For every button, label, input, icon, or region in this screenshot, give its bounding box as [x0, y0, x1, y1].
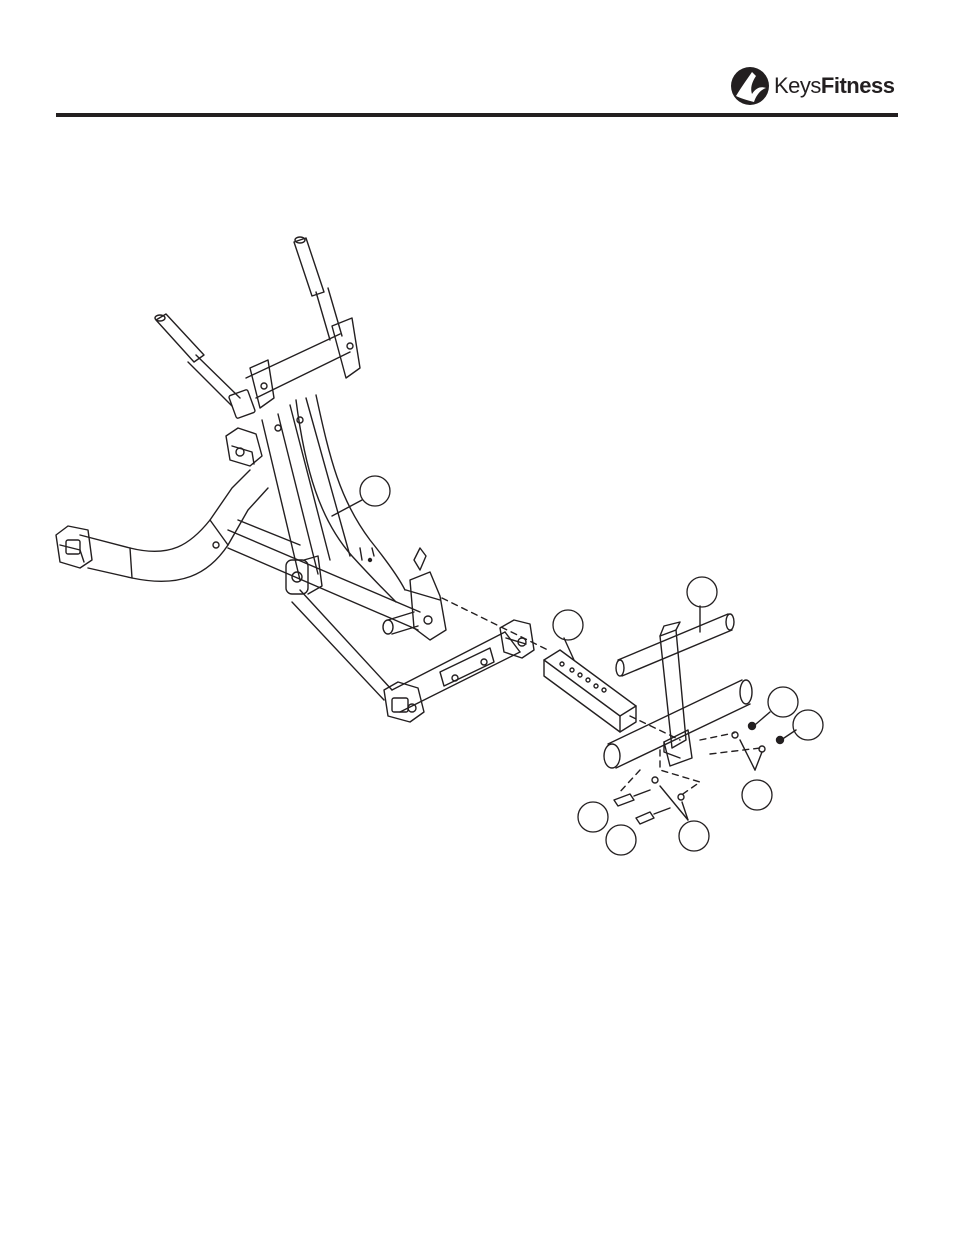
- callout-3: [687, 577, 717, 607]
- callout-2: [553, 610, 583, 640]
- callout-8: [606, 825, 636, 855]
- callout-9: [679, 821, 709, 851]
- callouts: [360, 476, 823, 855]
- callout-6: [742, 780, 772, 810]
- hardware: [614, 723, 784, 825]
- callout-5: [793, 710, 823, 740]
- callout-1: [360, 476, 390, 506]
- alignment-lines: [442, 598, 760, 796]
- main-frame: [56, 237, 534, 722]
- callout-4: [768, 687, 798, 717]
- leader-lines: [332, 500, 796, 820]
- callout-7: [578, 802, 608, 832]
- roller-attachment: [604, 614, 752, 768]
